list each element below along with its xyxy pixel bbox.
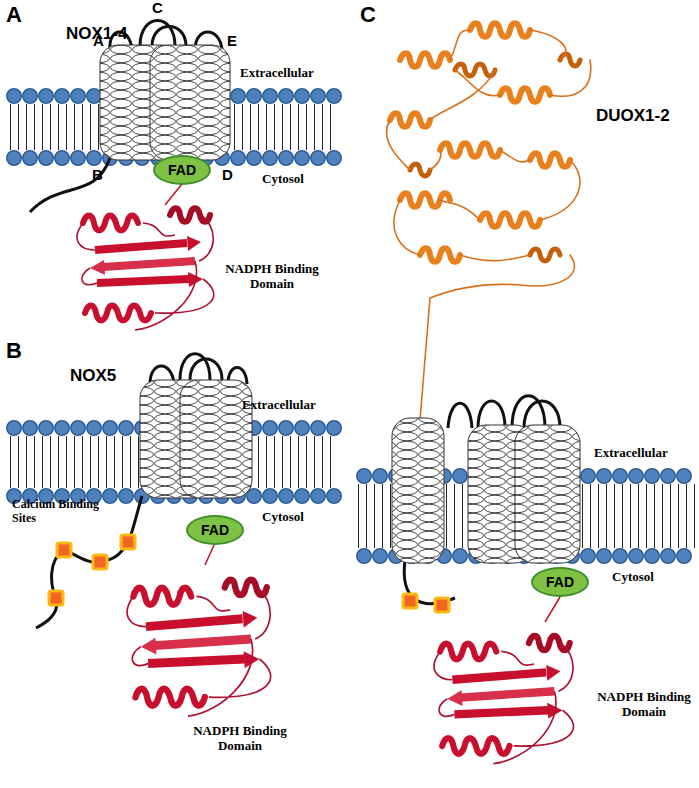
panel-letter: A [6, 2, 22, 27]
domain-label: NADPH Binding Domain [593, 690, 695, 720]
isoform-title: NOX5 [70, 366, 116, 386]
panel-letter: B [6, 338, 22, 363]
cofactor-label: FAD [201, 522, 229, 538]
compartment-label: Extracellular [240, 66, 314, 81]
cofactor-ellipse: FAD [531, 567, 589, 597]
site-label: Calcium Binding Sites [12, 498, 112, 526]
compartment-label: Extracellular [594, 446, 668, 461]
loop-letter: B [92, 166, 103, 183]
loop-letter: D [222, 166, 233, 183]
cofactor-label: FAD [168, 162, 196, 178]
compartment-label: Cytosol [262, 510, 304, 525]
compartment-label: Cytosol [262, 172, 304, 187]
panel-letter: C [360, 2, 376, 27]
loop-letter: E [227, 32, 237, 49]
cofactor-ellipse: FAD [186, 515, 244, 545]
loop-letter: A [93, 32, 104, 49]
domain-label: NADPH Binding Domain [188, 724, 292, 754]
compartment-label: Extracellular [242, 398, 316, 413]
loop-letter: C [152, 0, 163, 16]
domain-label: NADPH Binding Domain [220, 262, 324, 292]
compartment-label: Cytosol [612, 570, 654, 585]
cofactor-ellipse: FAD [153, 155, 211, 185]
isoform-title: DUOX1-2 [596, 106, 670, 126]
cofactor-label: FAD [546, 574, 574, 590]
